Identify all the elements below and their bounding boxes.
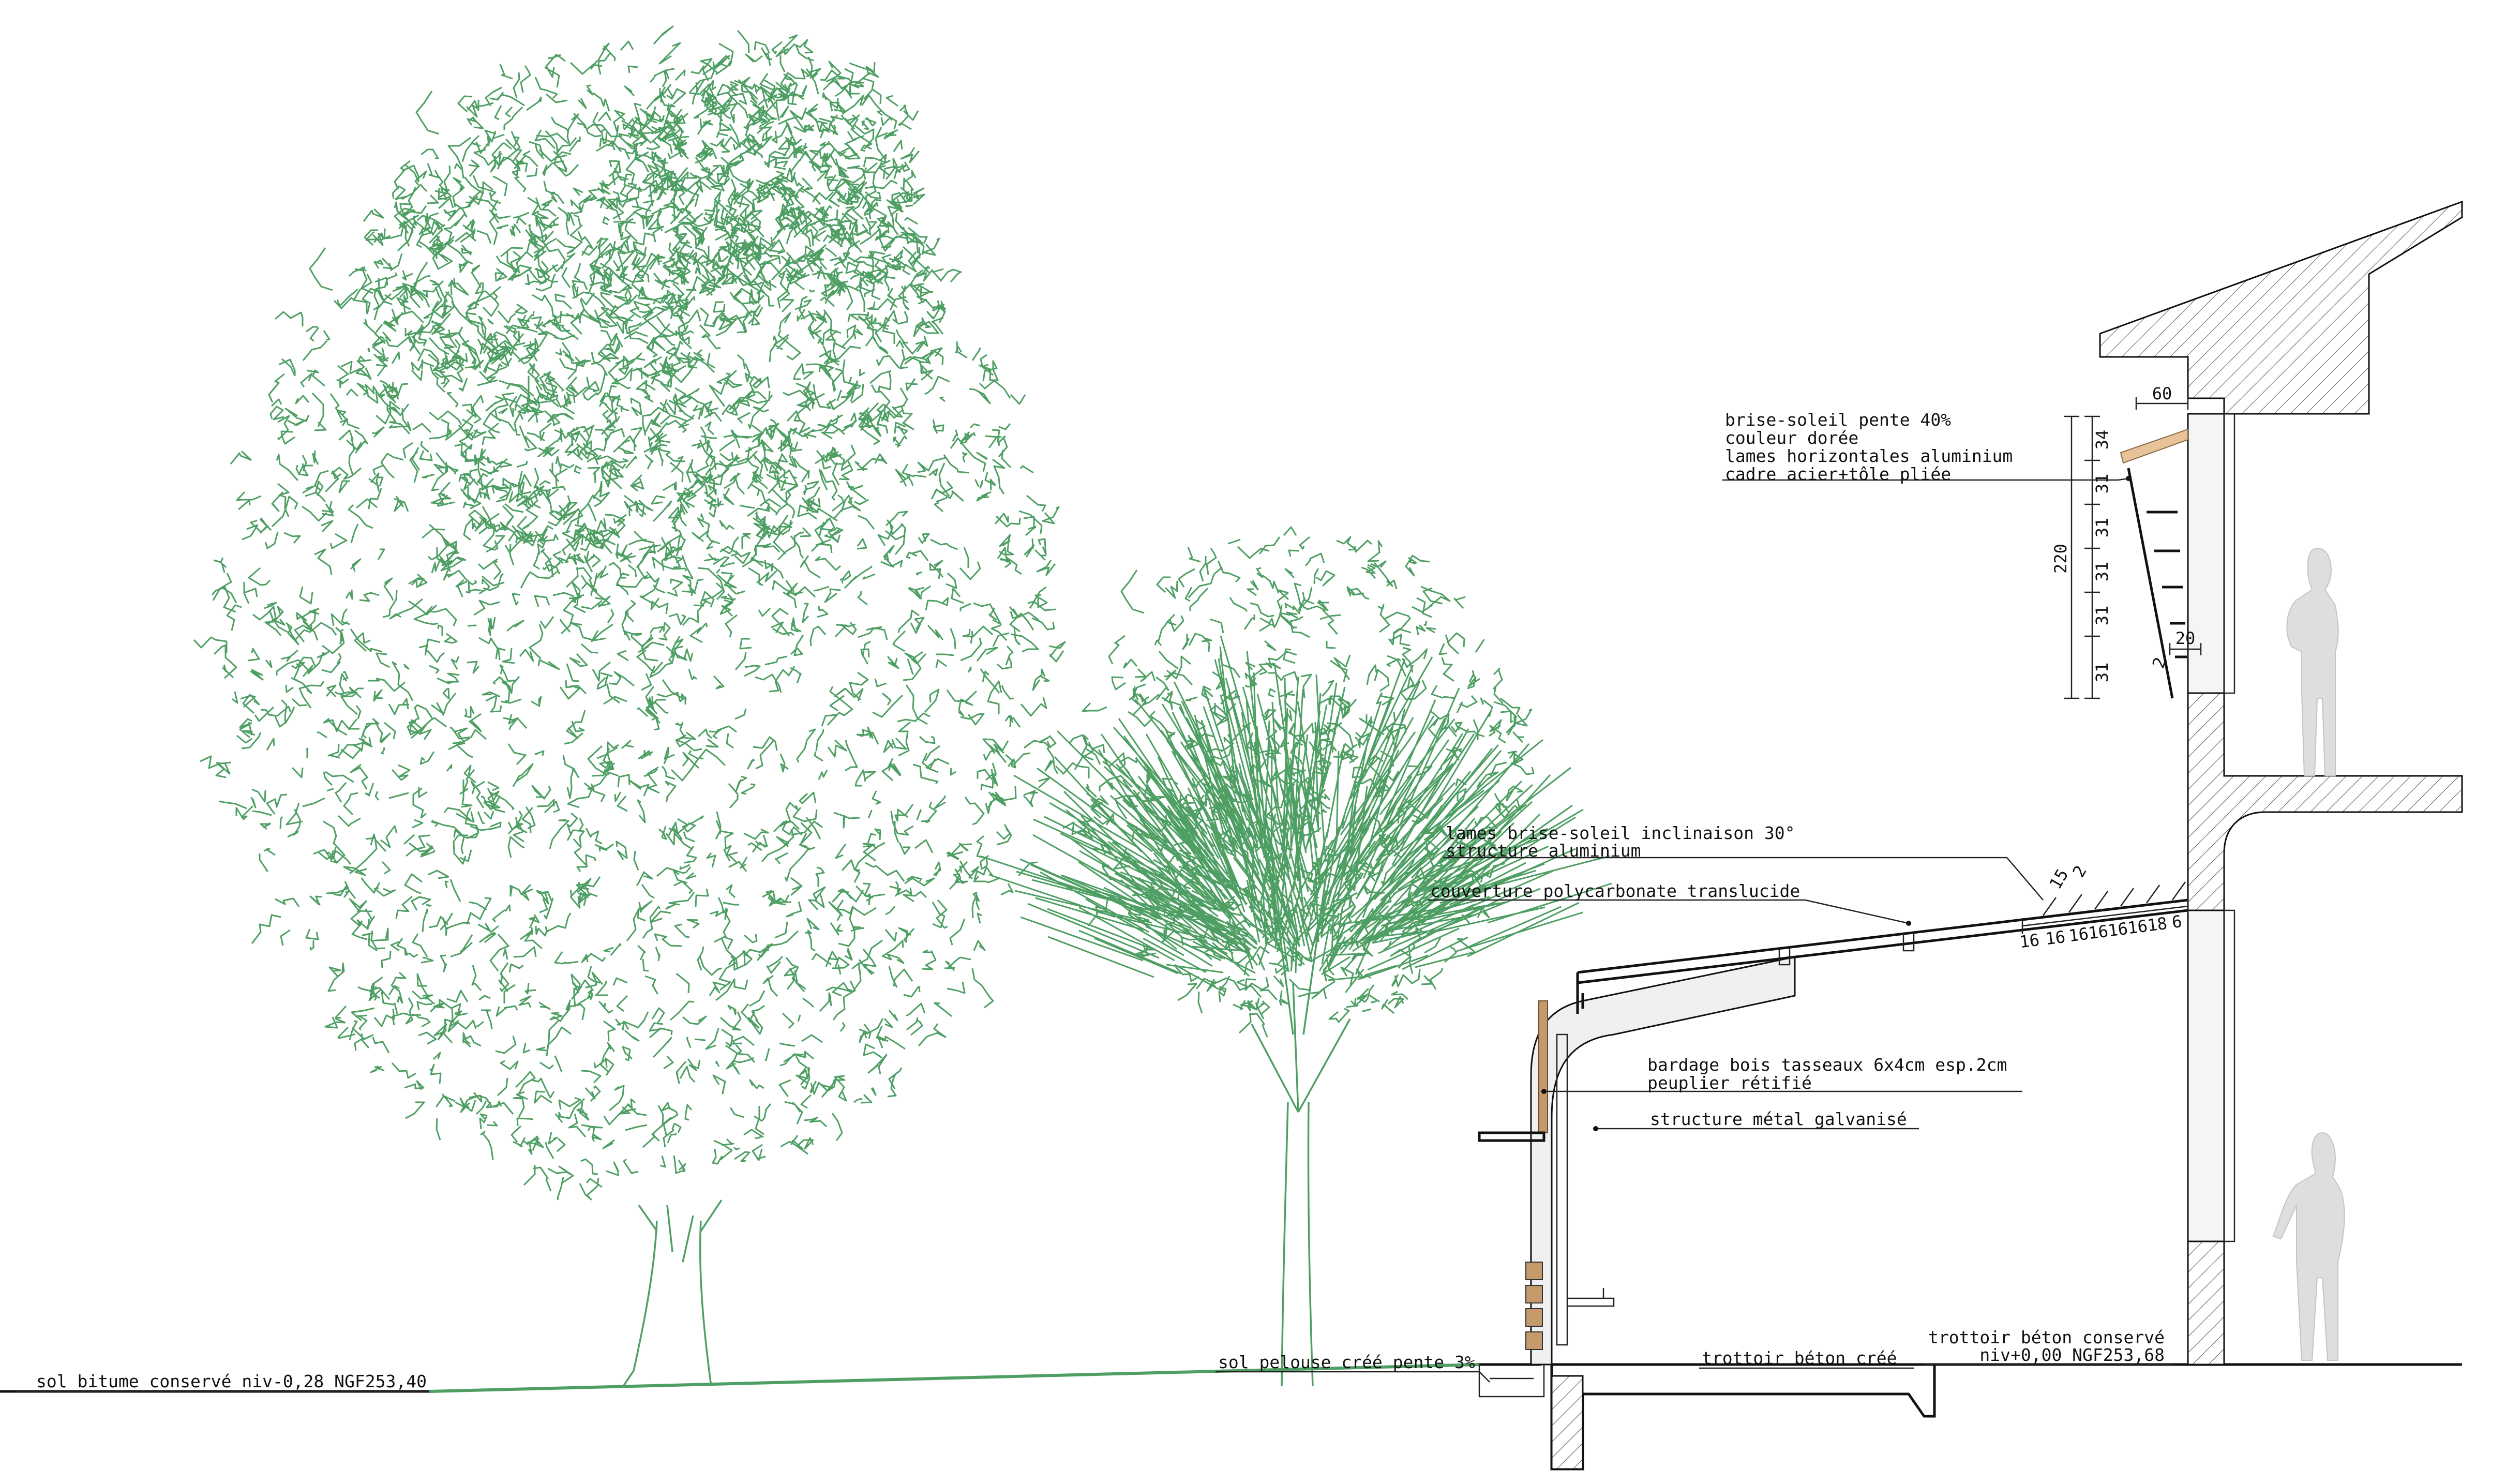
label-trottoir-cree: trottoir béton créé [1702, 1348, 1897, 1368]
column-profile [1556, 1033, 1568, 1346]
dimension-labels: 60 34 31 31 31 31 31 220 20 2 15 2 16 16… [2018, 384, 2195, 952]
dim-total-height: 220 [2051, 544, 2070, 574]
dim-stack-1: 31 [2092, 474, 2112, 494]
leader-couverture [1428, 899, 1909, 924]
dim-roof-spacing-3: 16 [2087, 921, 2109, 943]
dim-roof-top-0: 15 [2045, 865, 2072, 892]
dim-roof-line [2021, 898, 2189, 934]
dim-roof-spacing-2: 16 [2067, 924, 2090, 946]
label-brise-soleil-4: cadre acier+tôle pliée [1725, 464, 1951, 484]
label-trottoir-conserve-2: niv+0,00 NGF253,68 [1979, 1345, 2165, 1365]
dim-stack-3: 31 [2092, 562, 2112, 582]
annotation-labels: brise-soleil pente 40% couleur dorée lam… [36, 410, 2165, 1391]
lawn-ground-line [429, 1363, 1480, 1393]
dim-blade-line [2169, 643, 2202, 655]
dim-stack-2: 31 [2092, 518, 2112, 538]
dim-stack-5: 31 [2092, 663, 2112, 683]
lower-window [2223, 909, 2235, 1242]
dim-roof-spacing-6: 18 [2146, 913, 2168, 935]
timber-cladding [1538, 1000, 1548, 1133]
small-tree-trunk [1251, 853, 1351, 1387]
large-tree-trunk [622, 1200, 723, 1387]
label-lames-2: structure aluminium [1446, 841, 1641, 861]
upper-wall [2187, 413, 2225, 694]
dim-blade-depth: 20 [2175, 628, 2196, 648]
dim-roof-spacing-7: 6 [2171, 911, 2183, 932]
dim-overhang: 60 [2152, 384, 2172, 403]
new-sidewalk-slab [1550, 1363, 1936, 1471]
leader-lines [16, 476, 2172, 1392]
dim-roof-top-1: 2 [2068, 862, 2091, 881]
leader-sol-pelouse [1216, 1371, 1490, 1383]
leader-brise-soleil [1722, 477, 2129, 481]
timber-stack-2 [1525, 1285, 1543, 1303]
base-wall [2187, 1240, 2225, 1366]
roof-purlins [1778, 933, 1915, 966]
label-bardage-2: peuplier rétifié [1647, 1073, 1812, 1093]
dim-blade-thickness: 2 [2149, 655, 2170, 671]
extension-wall [1530, 956, 1796, 1366]
bench-bracket [1567, 1288, 1615, 1307]
floor-slab [2187, 692, 2463, 911]
label-sol-pelouse: sol pelouse créé pente 3% [1218, 1352, 1475, 1372]
gold-louver-frame [2120, 428, 2188, 464]
extension-structure [1478, 881, 2188, 1366]
canopy-ledge [1478, 1131, 1545, 1142]
label-brise-soleil-3: lames horizontales aluminium [1725, 446, 2013, 466]
label-bardage-1: bardage bois tasseaux 6x4cm esp.2cm [1647, 1055, 2007, 1075]
dim-roof-spacing-0: 16 [2018, 930, 2040, 952]
person-lower [2272, 1132, 2345, 1361]
dim-stack-0: 34 [2092, 430, 2112, 450]
label-structure-metal: structure métal galvanisé [1650, 1109, 1907, 1129]
large-tree [193, 25, 1066, 1387]
label-brise-soleil-2: couleur dorée [1725, 428, 1858, 448]
small-tree [980, 526, 1612, 1387]
label-sol-bitume: sol bitume conservé niv-0,28 NGF253,40 [36, 1371, 427, 1391]
leader-lames [1443, 857, 2044, 901]
dim-roof-spacing-1: 16 [2044, 927, 2066, 949]
label-brise-soleil-1: brise-soleil pente 40% [1725, 410, 1951, 430]
foundation-hatch [1551, 1375, 1584, 1470]
dim-roof-spacing-5: 16 [2126, 916, 2149, 938]
person-upper [2286, 547, 2339, 776]
timber-stack-3 [1525, 1308, 1543, 1327]
dim-roof-spacing-4: 16 [2107, 919, 2129, 940]
dim-vertical-stack-line [2084, 415, 2100, 699]
louver-blades [2042, 881, 2186, 916]
timber-stack-4 [1525, 1331, 1543, 1350]
label-trottoir-conserve-1: trottoir béton conservé [1928, 1327, 2165, 1347]
label-lames-1: lames brise-soleil inclinaison 30° [1446, 823, 1795, 843]
drain-curb [1478, 1365, 1545, 1398]
brise-soleil-blades [2127, 468, 2187, 699]
roof-slab [2099, 200, 2463, 415]
large-tree-foliage [193, 25, 1066, 1201]
label-couverture: couverture polycarbonate translucide [1430, 881, 1800, 901]
polycarbonate-roof [1576, 898, 2188, 1014]
dim-stack-4: 31 [2092, 606, 2112, 626]
existing-building [2099, 200, 2463, 1366]
upper-window [2223, 413, 2235, 694]
small-tree-branches [980, 526, 1612, 1038]
dimension-lines [2021, 397, 2202, 934]
dim-total-height-line [2064, 415, 2079, 699]
dim-overhang-line [2135, 397, 2189, 410]
lower-wall [2187, 909, 2225, 1242]
timber-stack-1 [1525, 1262, 1543, 1280]
